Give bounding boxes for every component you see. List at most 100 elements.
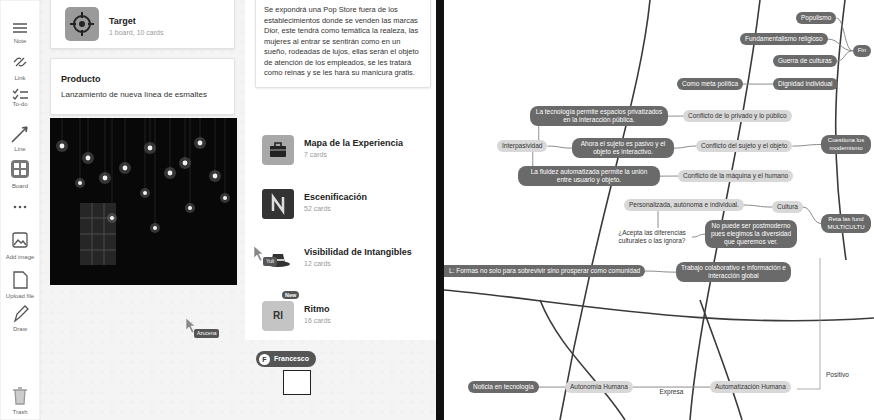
board-ground [0,0,436,420]
topic-pill: Fundamentalismo religioso [740,33,828,45]
tool-label: Add image [0,254,40,260]
map-branches-part [700,300,742,420]
toolbar [0,0,40,420]
photo-part-part [209,170,221,182]
map-connector [744,205,772,207]
photo-part [56,137,230,233]
cursor-tag: Azucena [194,329,219,338]
photo-part-part [75,178,85,188]
board-icon-part [262,135,294,165]
node-subtext: 7 cards [304,150,430,160]
photo-part-part [143,191,147,195]
tool-label: Link [0,75,40,81]
map-connector [538,126,539,140]
toolbar-icons-part [24,206,27,209]
topic-pill: Cultura [772,201,803,213]
selection-box [284,371,311,395]
board-icon-part-part [262,301,294,331]
map-branches [444,0,874,420]
toolbar-icons-part [14,272,27,288]
toolbar-icons-part [13,89,28,99]
photo [50,118,237,285]
topic-pill: Cuestiona los modernismo [821,135,871,154]
topic-pill: Como meta política [677,78,743,90]
board-icon-part-part [275,143,281,146]
topic-pill: Populismo [796,12,836,24]
toolbar-icons-part [19,206,22,209]
toolbar-icons-part [14,170,19,175]
toolbar-icons-part [14,240,26,245]
node-subtext: Lanzamiento de nueva línea de esmaltes [61,89,224,100]
board-card: Target1 board, 10 cards [50,0,235,49]
topic-pill: La fluidez automatizada permite la unión… [518,166,660,186]
photo-part-part [60,144,65,149]
cursor-tag: Yuli [263,257,277,266]
edge-label: Expresa [657,388,685,395]
node-text: Producto [61,73,224,85]
toolbar-icons-part [21,170,26,175]
node-text: La tecnología permite espacios privatiza… [535,108,663,124]
map-connector [743,84,773,85]
board-initials: RI [262,310,294,321]
board-icon-part-part [70,12,94,36]
column-panel [245,0,436,340]
photo-part-part [185,203,195,213]
tool-label: Draw [0,326,40,332]
photo-part-part [153,226,157,230]
node-subtext: 52 cards [304,204,430,214]
map-branches-part [444,290,874,321]
topic-pill: La tecnología permite espacios privatiza… [530,106,668,126]
topic-pill: Autonomía Humana [565,381,633,393]
toolbar-icons-part [13,388,27,404]
topic-pill: Conflicto de la máquina y el humano [678,170,793,182]
topic-pill: Guerra de culturas [773,55,837,67]
board-icon [262,135,294,169]
topic-pill: Trabajo colaborativo e información e int… [676,262,791,282]
tool-label: Upload file [0,293,40,299]
board-item: Ritmo16 cards [258,294,430,335]
node-text: Se expondrá una Pop Store fuera de los e… [264,5,422,79]
node-text: Reta las fund MULTICULTU [826,216,866,231]
photo-part-part [179,157,191,169]
photo-part-part [62,118,225,228]
photo-part-part [99,172,111,184]
photo-part-part [123,166,128,171]
tool-label: Line [0,146,40,152]
board-icon-part-part [65,7,99,41]
toolbar-icons-part [14,58,26,66]
map-connector [674,146,696,148]
board-icon [65,7,99,45]
node-text: Ahora el sujeto es pasivo y el objeto es… [577,140,669,156]
tool-label: Board [0,183,40,189]
node-subtext: 1 board, 10 cards [109,28,226,38]
photo-part-part [78,181,82,185]
photo-part-part [103,176,108,181]
topic-pill: Noticia en tecnología [468,381,539,393]
map-connector [828,39,853,51]
photo-part-part [183,161,188,166]
node-text: Trabajo colaborativo e información e int… [681,264,786,280]
node-text: Escenificación [304,191,430,203]
note-card: ProductoLanzamiento de nueva línea de es… [50,58,235,115]
photo-part-part [107,213,117,223]
board-icon-part-part [273,197,283,211]
photo-part [50,118,237,285]
map-connector [547,146,572,148]
photo-part-part [168,171,173,176]
toolbar-icons-part [13,24,27,32]
node-text: Ritmo [304,303,430,315]
board-item: Visibilidad de Intangibles12 cards [258,237,430,278]
node-text: L: Formas no solo para sobrevivir sino p… [449,267,640,275]
topic-pill: Fin [853,45,871,57]
board-icon-part-part [74,16,90,32]
toolbar-icons-part [12,127,27,142]
node-text: Como meta política [682,80,738,88]
branch-note: Positivo [824,371,851,378]
photo-part-part [82,152,94,164]
tool-label: Trash [0,409,40,415]
board-icon-part-part [270,150,286,151]
topic-pill: Conflicto de lo privado y lo público [683,110,792,122]
map-ground [444,0,874,420]
topic-pill: L: Formas no solo para sobrevivir sino p… [444,265,645,277]
toolbar-icons-part [14,163,19,168]
